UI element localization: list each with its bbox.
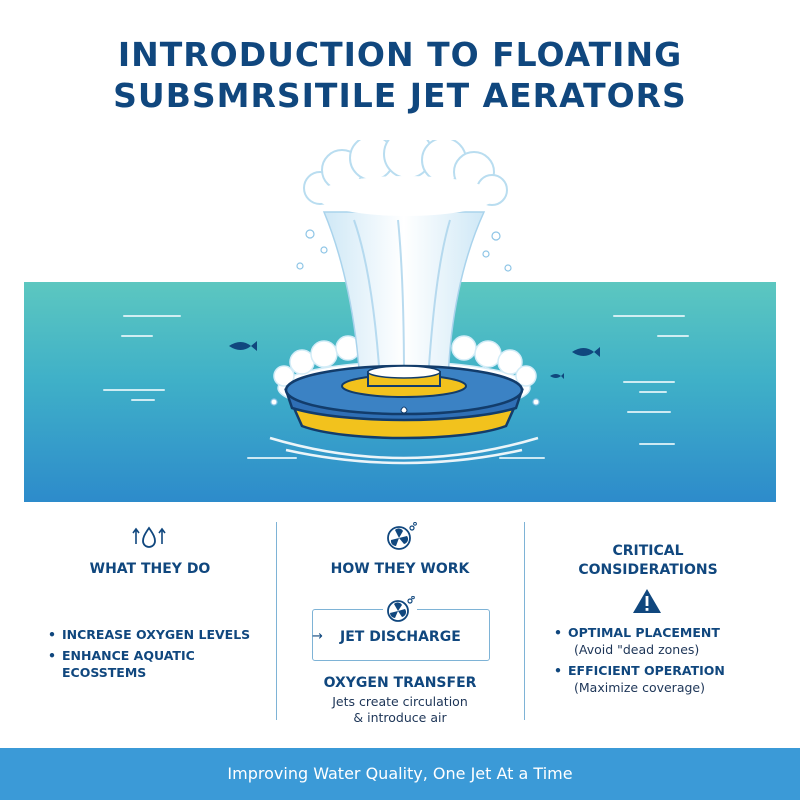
how-they-work-section: HOW THEY WORK	[280, 520, 520, 720]
what-they-do-heading: WHAT THEY DO	[89, 561, 211, 577]
page-title: INTRODUCTION TO FLOATING SUBSMRSITILE JE…	[0, 34, 800, 116]
surface-ripples	[269, 436, 539, 465]
water-drop-arrows-icon	[132, 526, 166, 548]
arrow-right-icon: →	[312, 629, 323, 644]
list-item: INCREASE OXYGEN LEVELS	[48, 626, 268, 643]
fan-bubbles-icon	[387, 522, 417, 550]
how-they-work-heading: HOW THEY WORK	[330, 561, 470, 577]
water-streaks	[103, 315, 689, 459]
droplets	[270, 229, 540, 406]
footer-banner: Improving Water Quality, One Jet At a Ti…	[0, 748, 800, 800]
list-item: OPTIMAL PLACEMENT (Avoid "dead zones)	[554, 624, 764, 658]
aerator-illustration	[24, 140, 776, 502]
title-line-2: SUBSMRSITILE JET AERATORS	[113, 76, 687, 115]
critical-considerations-heading: CRITICAL CONSIDERATIONS	[578, 543, 718, 578]
column-divider-2	[524, 522, 525, 720]
aerator-float	[284, 364, 524, 440]
list-item: EFFICIENT OPERATION (Maximize coverage)	[554, 662, 764, 696]
critical-considerations-list: OPTIMAL PLACEMENT (Avoid "dead zones) EF…	[554, 624, 764, 696]
fish-small	[550, 373, 564, 379]
what-they-do-section: WHAT THEY DO INCREASE OXYGEN LEVELS ENHA…	[30, 520, 270, 720]
fish-group	[229, 341, 600, 379]
fan-bubbles-icon	[383, 596, 417, 624]
oxygen-transfer-heading: OXYGEN TRANSFER	[323, 675, 477, 691]
jet-discharge-label: JET DISCHARGE	[340, 629, 461, 645]
warning-icon	[633, 589, 661, 613]
fish-right	[572, 347, 600, 357]
title-line-1: INTRODUCTION TO FLOATING	[117, 35, 683, 74]
list-item: ENHANCE AQUATIC ECOSSTEMS	[48, 647, 268, 681]
fish-left	[229, 341, 257, 351]
what-they-do-list: INCREASE OXYGEN LEVELS ENHANCE AQUATIC E…	[48, 626, 268, 681]
critical-considerations-section: CRITICAL CONSIDERATIONS OPTIMAL PLACEMEN…	[528, 520, 768, 720]
jet-spray-cloud	[303, 140, 508, 216]
aerator-scene	[24, 140, 776, 502]
footer-tagline: Improving Water Quality, One Jet At a Ti…	[227, 764, 573, 783]
column-divider-1	[276, 522, 277, 720]
oxygen-transfer-description: Jets create circulation & introduce air	[332, 694, 468, 725]
